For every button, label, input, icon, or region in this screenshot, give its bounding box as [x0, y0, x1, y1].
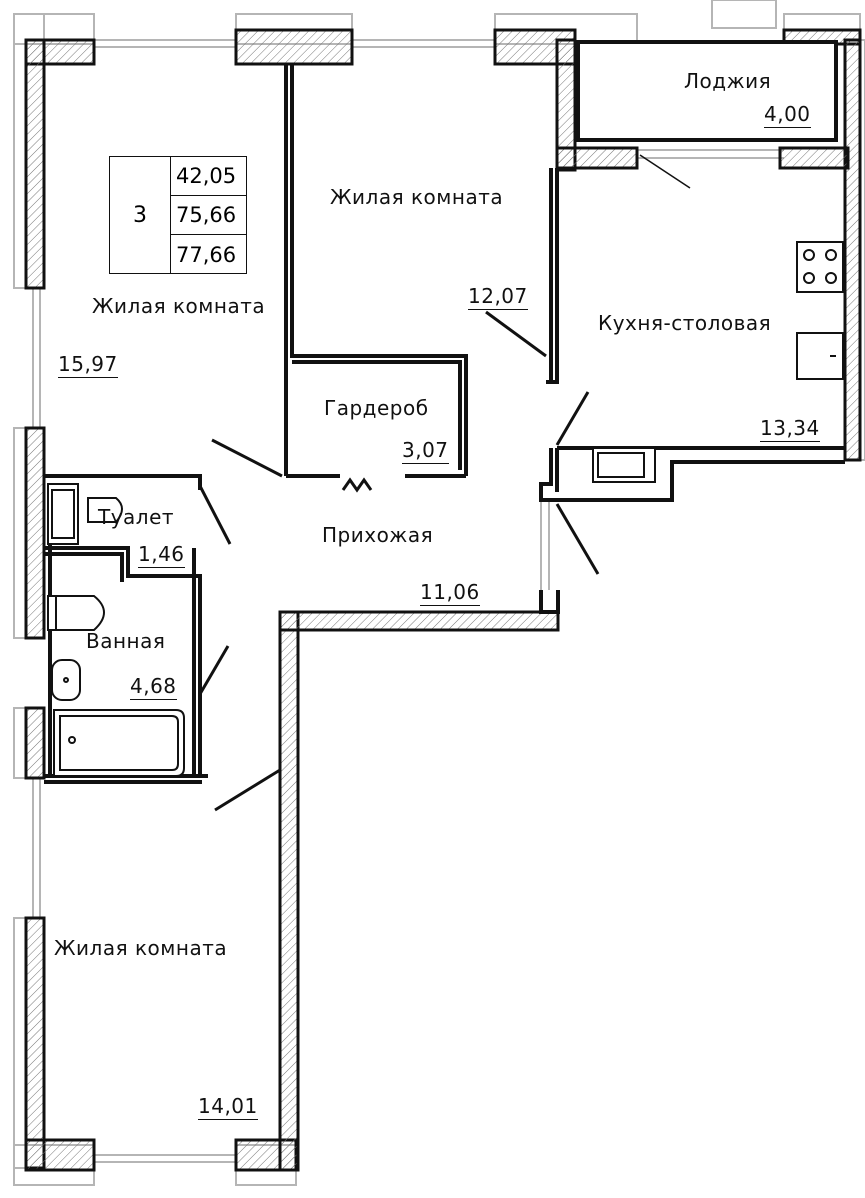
toilet-icon-2 — [53, 595, 105, 631]
living-area-value: 42,05 — [170, 157, 246, 196]
room-count: 3 — [110, 157, 171, 273]
toilet-name: Туалет — [98, 505, 175, 529]
toilet-icon-1 — [87, 497, 123, 523]
wardrobe-area: 3,07 — [402, 438, 449, 464]
bedroom-top-left-name: Жилая комната — [92, 294, 266, 318]
apartment-summary-table: 3 42,05 75,66 77,66 — [109, 156, 247, 274]
stove-icon — [796, 241, 844, 293]
kitchen-sink-icon — [796, 332, 844, 380]
kitchen-area: 13,34 — [760, 416, 820, 442]
kitchen-fixtures — [592, 241, 844, 483]
bathroom-fixtures — [47, 483, 185, 777]
toilet-area: 1,46 — [138, 542, 185, 568]
total-area-with-loggia-value: 77,66 — [176, 242, 237, 267]
loggia-name: Лоджия — [684, 69, 772, 93]
total-area-value: 75,66 — [170, 196, 246, 235]
bathroom-area: 4,68 — [130, 674, 177, 700]
hallway-name: Прихожая — [322, 523, 434, 547]
door-swings — [198, 154, 691, 812]
bathroom-name: Ванная — [86, 629, 166, 653]
bedroom-bottom-area: 14,01 — [198, 1094, 258, 1120]
hallway-area: 11,06 — [420, 580, 480, 606]
bedroom-top-center-name: Жилая комната — [330, 185, 504, 209]
loggia-area: 4,00 — [764, 102, 811, 128]
exterior-walls — [24, 28, 862, 1172]
loggia-outline — [576, 40, 838, 142]
bedroom-top-center-area: 12,07 — [468, 284, 528, 310]
bedroom-bottom-name: Жилая комната — [54, 936, 228, 960]
kitchen-name: Кухня-столовая — [598, 311, 772, 335]
bedroom-top-left-area: 15,97 — [58, 352, 118, 378]
wardrobe-name: Гардероб — [324, 396, 429, 420]
interior-walls — [44, 64, 845, 784]
